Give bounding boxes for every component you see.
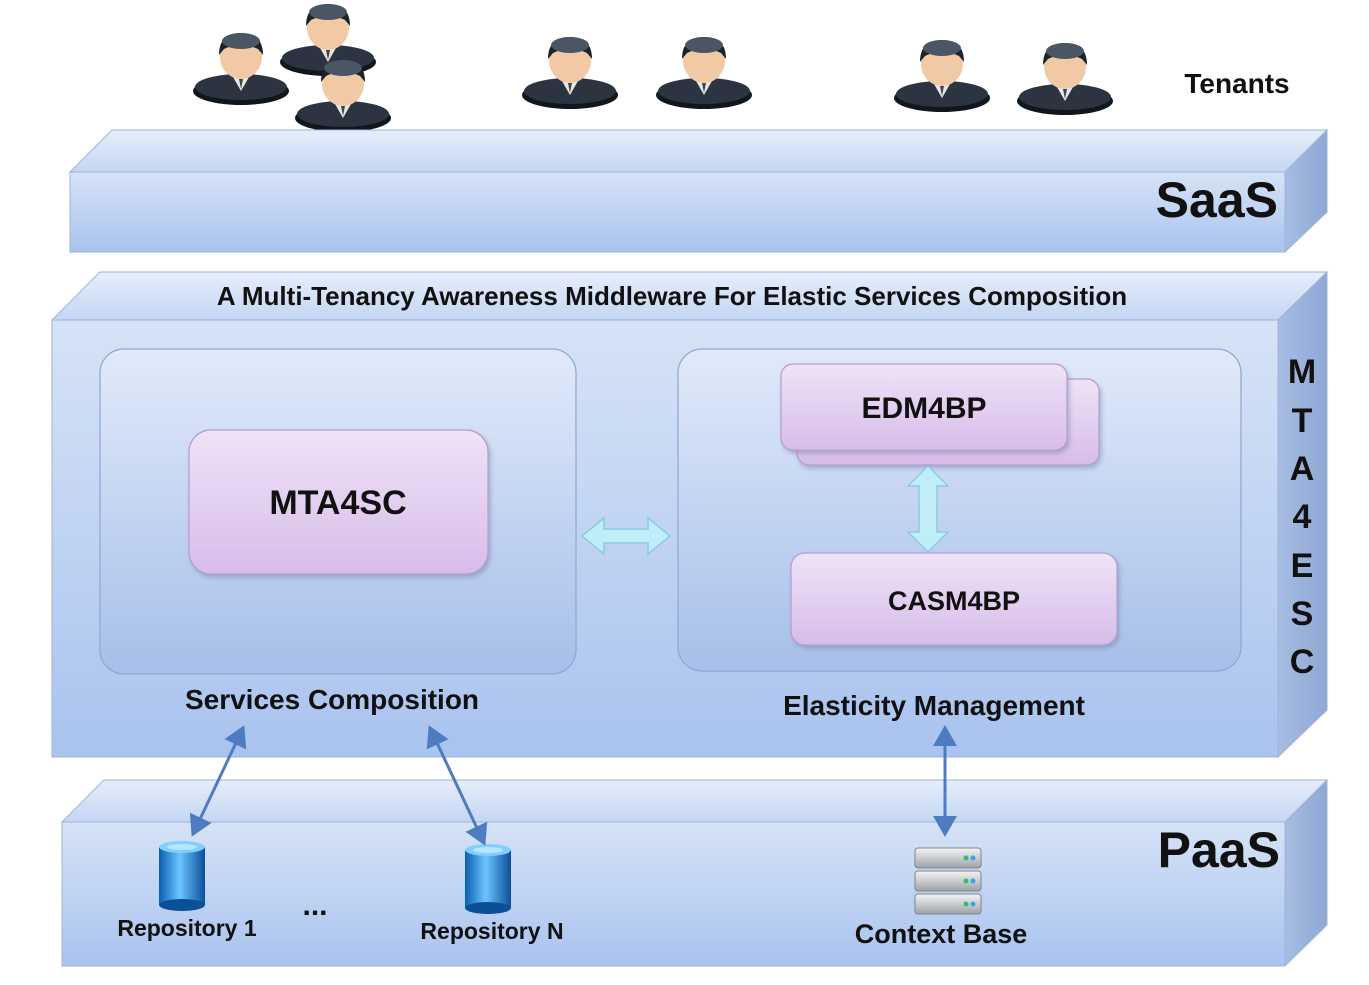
side-letter: 4 (1293, 498, 1312, 536)
context-base-label: Context Base (855, 919, 1028, 949)
side-letter: C (1290, 643, 1315, 681)
mta4esc-vertical-label: M T A 4 E S C (1288, 353, 1316, 681)
paas-layer: PaaS Repository 1 ... Repository N Conte… (60, 778, 1329, 968)
elasticity-management-label: Elasticity Management (783, 690, 1085, 721)
mta4sc-label: MTA4SC (269, 484, 406, 522)
tenants-label: Tenants (1184, 68, 1289, 99)
connection-arrows (189, 725, 957, 846)
database-icon (465, 844, 511, 914)
database-icon (159, 841, 205, 911)
casm4bp-label: CASM4BP (888, 586, 1020, 616)
edm4bp-box (780, 363, 1068, 451)
side-letter: E (1291, 547, 1314, 585)
services-composition-label: Services Composition (185, 684, 479, 715)
tenants-group: Tenants (193, 4, 1290, 132)
paas-label: PaaS (1158, 822, 1280, 878)
side-letter: S (1291, 595, 1314, 633)
services-composition-panel: MTA4SC Services Composition (99, 348, 577, 715)
elasticity-management-panel: EDM4BP CASM4BP Elasticity Management (677, 348, 1242, 721)
side-letter: T (1292, 402, 1313, 440)
server-icon (914, 847, 982, 915)
side-letter: A (1290, 450, 1315, 488)
user-icon (193, 33, 289, 105)
edm-casm-double-arrow (906, 464, 950, 554)
user-icon (522, 37, 618, 109)
user-icon (1017, 43, 1113, 115)
composition-elasticity-double-arrow (580, 516, 672, 556)
saas-label: SaaS (1156, 172, 1278, 228)
arrow-composition-repository-n (426, 725, 488, 846)
saas-layer: SaaS (68, 128, 1329, 254)
edm4bp-label: EDM4BP (861, 392, 986, 425)
mta4sc-box (188, 429, 489, 575)
repository-1-label: Repository 1 (117, 915, 257, 941)
casm4bp-box (790, 552, 1118, 646)
arrow-composition-repository-1 (189, 725, 247, 837)
repository-n-label: Repository N (420, 918, 563, 944)
user-icon (894, 40, 990, 112)
middleware-layer: A Multi-Tenancy Awareness Middleware For… (50, 270, 1329, 759)
user-icon (656, 37, 752, 109)
side-letter: M (1288, 353, 1316, 391)
ellipsis: ... (302, 889, 327, 922)
middleware-title: A Multi-Tenancy Awareness Middleware For… (217, 281, 1127, 311)
